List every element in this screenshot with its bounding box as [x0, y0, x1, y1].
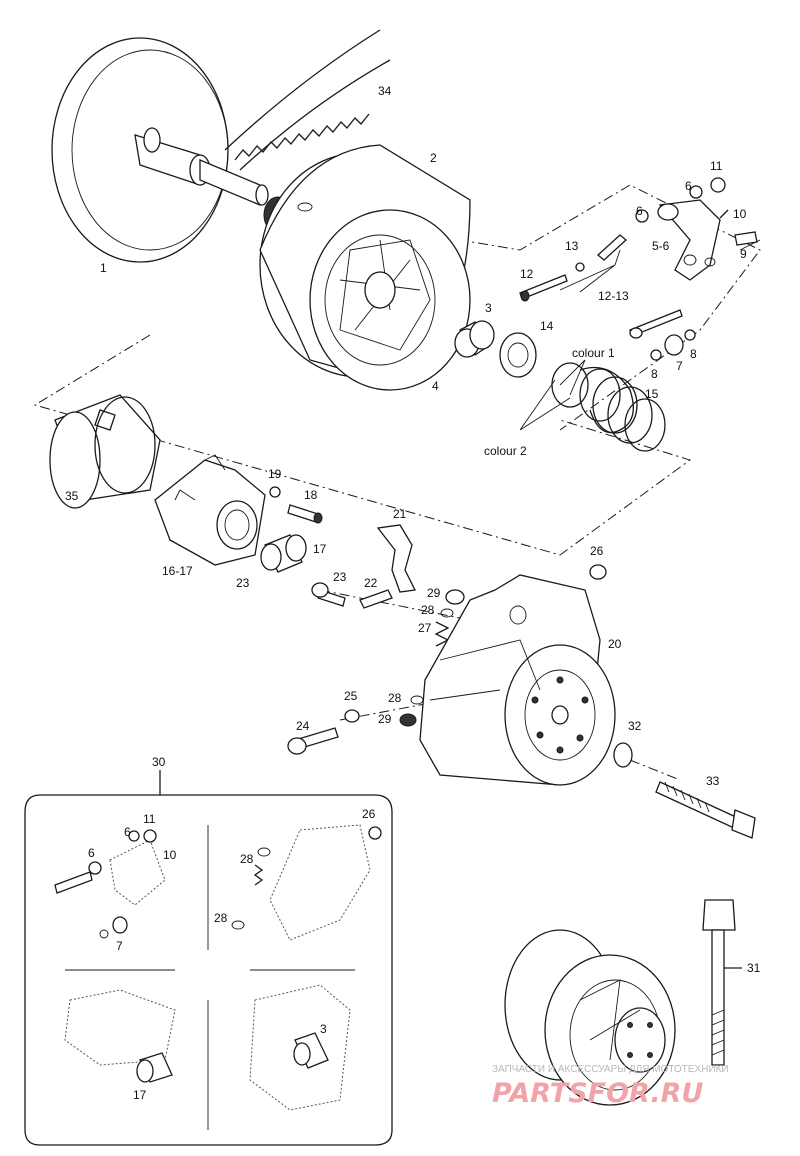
- label-8b: 8: [690, 347, 697, 361]
- parts-17-18-19: [260, 486, 323, 573]
- label-15: 15: [645, 387, 659, 401]
- part-20-ramp-housing: [419, 564, 616, 786]
- label-16-17: 16-17: [162, 564, 193, 578]
- watermark-brand: PARTSFOR.RU: [492, 1078, 703, 1109]
- parts-arm-assembly: [519, 177, 758, 361]
- inset-box-30: [24, 770, 393, 1146]
- label-24: 24: [296, 719, 310, 733]
- part-3-bushing: [454, 320, 495, 358]
- part-2-housing: [259, 144, 471, 391]
- part-labels: 1 2 3 4 5-6 6 6 7 8 8 9 10 11 12 13 12-1…: [65, 84, 761, 975]
- label-31: 31: [747, 961, 761, 975]
- label-21: 21: [393, 507, 407, 521]
- label-9: 9: [740, 247, 747, 261]
- label-35: 35: [65, 489, 79, 503]
- inset-label-28b: 28: [214, 911, 228, 925]
- label-34: 34: [378, 84, 392, 98]
- label-29a: 29: [427, 586, 441, 600]
- parts-32-33: [613, 742, 756, 839]
- label-11: 11: [710, 159, 723, 173]
- label-2: 2: [430, 151, 437, 165]
- label-23b: 23: [236, 576, 250, 590]
- label-22: 22: [364, 576, 378, 590]
- part-14-seal: [499, 332, 537, 378]
- label-33: 33: [706, 774, 720, 788]
- inset-labels: 11 6 6 10 7 26 28 28 3 17: [88, 807, 376, 1102]
- watermark: ЗАПЧАСТИ И АКСЕССУАРЫ ДЛЯ МОТОТЕХНИКИ PA…: [492, 1064, 729, 1109]
- inset-label-7: 7: [116, 939, 123, 953]
- inset-label-6b: 6: [88, 846, 95, 860]
- inset-label-3: 3: [320, 1022, 327, 1036]
- label-12-13: 12-13: [598, 289, 629, 303]
- label-28a: 28: [421, 603, 435, 617]
- label-18: 18: [304, 488, 318, 502]
- part-16-17-spider: [154, 454, 266, 566]
- parts-21-22-23: [311, 524, 416, 609]
- part-1-sheave-disk: [51, 37, 293, 263]
- label-colour-2: colour 2: [484, 444, 527, 458]
- label-6b: 6: [636, 204, 643, 218]
- label-14: 14: [540, 319, 554, 333]
- watermark-caption: ЗАПЧАСТИ И АКСЕССУАРЫ ДЛЯ МОТОТЕХНИКИ: [492, 1064, 729, 1075]
- label-3: 3: [485, 301, 492, 315]
- label-19: 19: [268, 467, 282, 481]
- label-13: 13: [565, 239, 579, 253]
- label-5-6: 5-6: [652, 239, 670, 253]
- label-1: 1: [100, 261, 107, 275]
- label-7: 7: [676, 359, 683, 373]
- label-27: 27: [418, 621, 432, 635]
- label-17: 17: [313, 542, 327, 556]
- label-6a: 6: [685, 179, 692, 193]
- label-23a: 23: [333, 570, 347, 584]
- label-10: 10: [733, 207, 747, 221]
- label-8a: 8: [651, 367, 658, 381]
- inset-label-11: 11: [143, 812, 156, 826]
- inset-label-28a: 28: [240, 852, 254, 866]
- label-30: 30: [152, 755, 166, 769]
- inset-label-17: 17: [133, 1088, 147, 1102]
- label-32: 32: [628, 719, 642, 733]
- label-20: 20: [608, 637, 622, 651]
- label-4: 4: [432, 379, 439, 393]
- label-28b: 28: [388, 691, 402, 705]
- part-34-drive-belt: [224, 29, 391, 171]
- inset-label-26: 26: [362, 807, 376, 821]
- inset-label-6a: 6: [124, 825, 131, 839]
- label-colour-1: colour 1: [572, 346, 615, 360]
- leader-lines: [519, 239, 761, 431]
- part-35-cylinder: [49, 394, 161, 509]
- label-12: 12: [520, 267, 534, 281]
- label-29b: 29: [378, 712, 392, 726]
- label-26: 26: [590, 544, 604, 558]
- part-31-assembly: [504, 899, 742, 1106]
- inset-label-10: 10: [163, 848, 177, 862]
- label-25: 25: [344, 689, 358, 703]
